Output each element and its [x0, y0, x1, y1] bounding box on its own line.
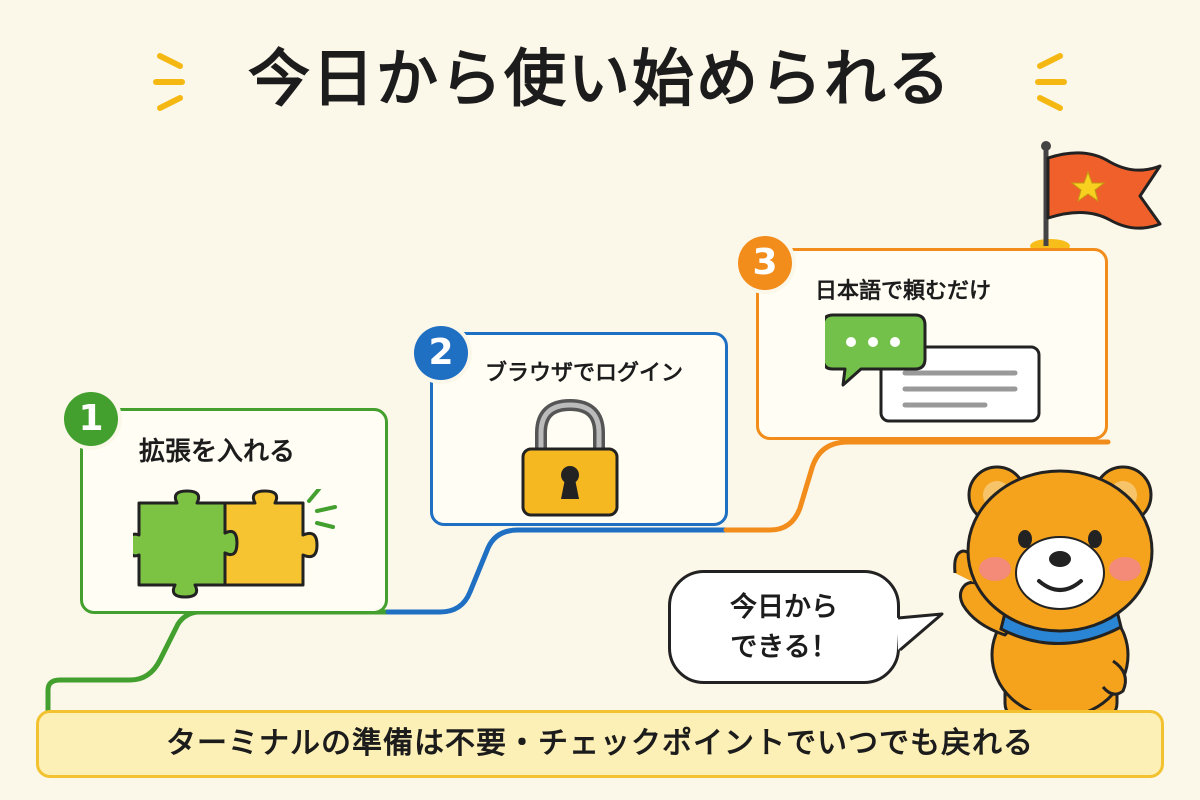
goal-flag-icon	[1030, 141, 1162, 253]
step-2-label: ブラウザでログイン	[485, 361, 684, 386]
path-orange	[723, 439, 1111, 533]
step-2-badge: 2	[414, 326, 468, 380]
chat-icon	[825, 313, 1041, 423]
step-1-card: 拡張を入れる	[80, 408, 388, 614]
step-2-card: ブラウザでログイン	[430, 332, 728, 526]
title-sparkle-right-icon	[1035, 53, 1067, 111]
path-blue	[385, 527, 731, 615]
page-title: 今日から使い始められる	[247, 42, 952, 115]
step-1-label: 拡張を入れる	[139, 437, 296, 467]
padlock-icon	[521, 399, 619, 517]
step-3-badge: 3	[738, 236, 792, 290]
speech-line-2: できる！	[730, 632, 838, 663]
step-1-badge: 1	[64, 392, 118, 446]
speech-bubble: 今日から できる！	[668, 570, 900, 684]
step-3-label: 日本語で頼むだけ	[815, 279, 992, 304]
info-banner: ターミナルの準備は不要・チェックポイントでいつでも戻れる	[36, 710, 1164, 778]
speech-tail-icon	[896, 612, 944, 652]
title-sparkle-left-icon	[153, 53, 185, 111]
speech-line-1: 今日から	[730, 592, 838, 623]
puzzle-icon	[133, 489, 337, 599]
path-green	[45, 609, 393, 713]
step-3-card: 日本語で頼むだけ	[756, 248, 1108, 440]
bear-mascot-icon	[953, 465, 1154, 723]
